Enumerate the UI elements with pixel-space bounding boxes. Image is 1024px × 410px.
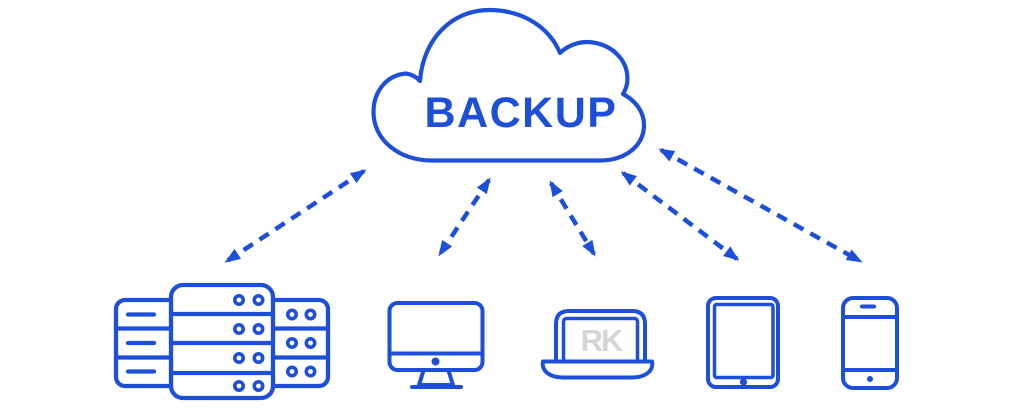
arrow-cloud-smartphone: [658, 148, 863, 263]
server-rack-icon: [113, 282, 331, 401]
laptop-base: [540, 359, 655, 380]
arrow-cloud-server: [224, 169, 367, 263]
desktop-camera-dot: [431, 357, 440, 366]
arrow-cloud-laptop: [549, 180, 596, 257]
desktop-computer-icon: [387, 301, 485, 389]
smartphone-icon: [841, 296, 899, 390]
laptop-screen-logo: RK: [580, 323, 624, 358]
phone-home-button: [867, 376, 873, 382]
arrow-cloud-desktop: [438, 177, 491, 257]
server-main-tower: [168, 282, 276, 401]
laptop-icon: [540, 309, 655, 380]
cloud-icon: [371, 7, 647, 163]
tablet-home-button: [739, 378, 748, 386]
arrow-cloud-tablet: [620, 171, 740, 261]
tablet-icon: [706, 296, 780, 389]
cloud-backup-label: BACKUP: [424, 89, 618, 137]
connection-arrows: [224, 148, 863, 263]
